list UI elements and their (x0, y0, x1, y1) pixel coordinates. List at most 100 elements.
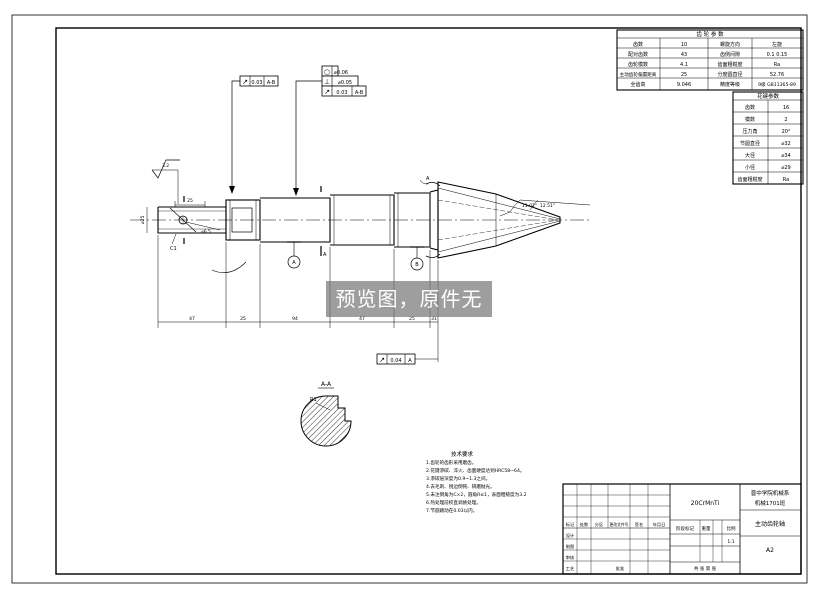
svg-text:⌀6.5: ⌀6.5 (201, 229, 211, 235)
svg-text:A: A (426, 176, 430, 182)
gear-param-label: 齿轮模数 (628, 61, 648, 68)
svg-text:⌀25: ⌀25 (140, 215, 146, 224)
title-block (562, 483, 802, 575)
svg-text:12.51°: 12.51° (540, 203, 555, 209)
cross-hole (169, 207, 197, 233)
gear-param-value: 52.76 (770, 72, 784, 78)
svg-text:25: 25 (187, 198, 193, 204)
gear-param-label: 分度圆直径 (717, 71, 742, 78)
segment-length-labels: 47 25 94 47 25 31 (189, 316, 437, 322)
gear-param-label: 齿侧间隙 (720, 51, 740, 58)
svg-text:0.04: 0.04 (390, 358, 401, 364)
gear-param-label: 螺旋方向 (720, 41, 740, 48)
tb-header-cell: 年月日 (653, 521, 666, 528)
sheet-inner-border (55, 27, 802, 575)
cone-angle-dimensions: 11.02° 12.51° (499, 199, 591, 217)
spline-param-value: 20° (782, 129, 791, 135)
gear-param-value: 4.1 (680, 62, 688, 68)
tolerance-frame-center: ○ ⌀0.06 ⊥ ⌀0.05 ↗ 0.03 A-B (293, 65, 367, 196)
section-label: A-A (321, 381, 332, 388)
segment-length: 94 (292, 316, 298, 322)
svg-text:○: ○ (324, 68, 330, 76)
svg-text:⌀0.06: ⌀0.06 (334, 70, 348, 76)
note-line: 4.去毛刺、锐边倒钝、研磨抛光。 (426, 483, 495, 490)
datum-a: A (287, 241, 301, 269)
runout-frame-top: ↗ 0.03 A-B (229, 75, 279, 194)
note-line: 6.热处理前校直调质处理。 (426, 499, 481, 506)
runout-frame-bottom: ↗ 0.04 A (376, 353, 438, 365)
svg-text:11.02°: 11.02° (522, 203, 537, 209)
sheet-outer-border (11, 14, 808, 584)
svg-text:↗: ↗ (379, 356, 385, 364)
scale-label: 比例 (727, 525, 736, 532)
tb-header-cell: 更改文件号 (610, 522, 629, 527)
svg-text:0.03: 0.03 (336, 90, 347, 96)
svg-text:B: B (415, 262, 419, 268)
roughness-symbol: 3.2 (151, 159, 180, 204)
spline-param-label: 齿数 (745, 104, 755, 111)
note-line: 1.齿轮的齿形采用磨齿。 (426, 459, 476, 466)
svg-text:3.2: 3.2 (162, 163, 169, 169)
tb-row-label: 制图 (566, 543, 574, 550)
svg-text:A: A (323, 252, 327, 258)
tb-row-label: 审核 (566, 554, 575, 561)
segment-length: 31 (431, 316, 437, 322)
tb-row-label: 设计 (566, 532, 574, 539)
gear-param-label: 精度等级 (720, 81, 740, 88)
note-line: 2.花键渗碳、淬火、齿面硬度达到HRC58~64。 (426, 467, 524, 474)
svg-text:↗: ↗ (324, 88, 330, 96)
gear-params-header: 齿 轮 参 数 (696, 30, 724, 38)
tb-header-cell: 分区 (595, 521, 603, 528)
tb-header-cell: 签名 (635, 521, 643, 528)
svg-text:A: A (408, 358, 412, 364)
weight-label: 重量 (702, 525, 711, 532)
svg-text:⌀0.05: ⌀0.05 (338, 80, 352, 86)
class-name: 机械1701班 (755, 499, 786, 507)
shaft-front-view (130, 181, 590, 259)
gear-param-value: 43 (681, 52, 687, 58)
drawing-number: A2 (766, 547, 774, 554)
notes-title: 技术要求 (451, 450, 474, 458)
spline-param-value: ⌀29 (781, 165, 790, 171)
segment-length: 47 (189, 316, 195, 322)
spline-param-value: Ra (783, 177, 789, 183)
gear-param-label: 全齿高 (630, 81, 645, 88)
segment-length: 47 (359, 316, 365, 322)
svg-text:A-B: A-B (267, 80, 276, 86)
svg-text:C1: C1 (170, 246, 177, 252)
spline-param-value: ⌀34 (781, 153, 790, 159)
gear-param-value: Ra (774, 62, 780, 68)
spline-params-table: 花键参数 齿数 16 模数 2 压力角 20° 节圆直径 ⌀32 大径 ⌀34 … (732, 91, 804, 185)
gear-param-value: 9.046 (677, 82, 691, 88)
note-line: 5.未注倒角为C×2，圆角R≤1，表面粗糙度为3.2 (426, 491, 527, 498)
tb-header-cell: 标记 (566, 521, 575, 528)
svg-text:↗: ↗ (242, 78, 248, 86)
part-name: 主动齿轮轴 (755, 520, 785, 528)
spline-param-label: 模数 (745, 116, 755, 123)
gear-param-label: 配对齿数 (628, 51, 648, 58)
svg-text:0.03: 0.03 (251, 80, 262, 86)
spline-params-header: 花键参数 (757, 92, 780, 100)
note-line: 7.节圆跳动在0.03以内。 (426, 507, 477, 514)
scale-value: 1:1 (727, 539, 734, 545)
spline-param-label: 节圆直径 (740, 140, 760, 147)
note-line: 3.渗碳层深度为0.9~1.3之间。 (426, 475, 490, 482)
gear-param-value: 0.1 0.15 (767, 52, 788, 58)
spline-param-value: 2 (784, 117, 787, 123)
spline-param-value: ⌀32 (781, 141, 790, 147)
svg-text:A: A (292, 260, 296, 266)
technical-notes: 技术要求 1.齿轮的齿形采用磨齿。 2.花键渗碳、淬火、齿面硬度达到HRC58~… (426, 450, 527, 514)
gear-param-label: 齿数 (633, 41, 643, 48)
gear-param-label: 主动齿轮偏置距离 (620, 71, 657, 78)
spline-param-label: 小径 (745, 164, 755, 171)
material: 20CrMnTi (691, 500, 720, 507)
school-name: 晋中学院机械系 (751, 489, 790, 497)
svg-text:A-B: A-B (355, 90, 364, 96)
gear-params-table: 齿 轮 参 数 齿数 10 螺旋方向 左旋 配对齿数 43 齿侧间隙 0.1 0… (616, 29, 804, 91)
gear-param-value: 左旋 (772, 41, 782, 48)
datum-b: B (410, 246, 424, 271)
gear-param-value: 10 (681, 42, 687, 48)
stage-label: 阶段标记 (676, 525, 694, 532)
segment-length: 25 (409, 316, 415, 322)
